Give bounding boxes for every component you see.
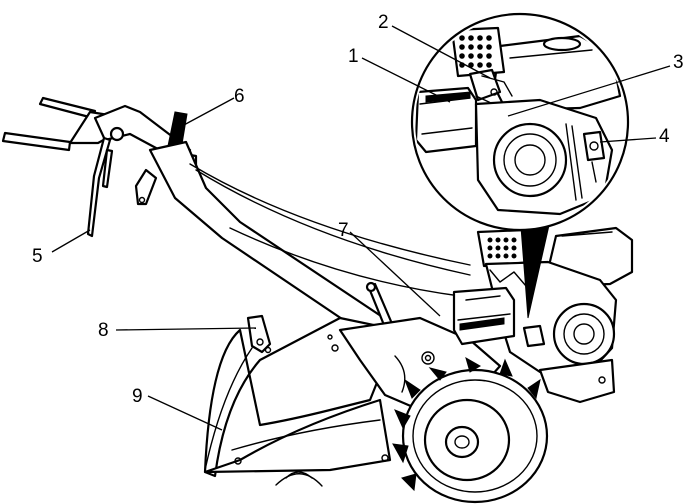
leader-8: [116, 328, 256, 330]
callout-2: 2: [378, 12, 389, 33]
callout-1: 1: [348, 46, 359, 67]
callout-8: 8: [98, 320, 109, 341]
leader-6: [182, 98, 234, 126]
callout-9: 9: [132, 386, 143, 407]
callout-6: 6: [234, 86, 245, 107]
engine-detail-magnifier: [412, 14, 628, 230]
leader-5: [52, 230, 90, 252]
callout-7: 7: [338, 220, 349, 241]
callout-3: 3: [673, 52, 684, 73]
callout-5: 5: [32, 246, 43, 267]
hood-latch: [248, 316, 271, 353]
callout-4: 4: [659, 126, 670, 147]
